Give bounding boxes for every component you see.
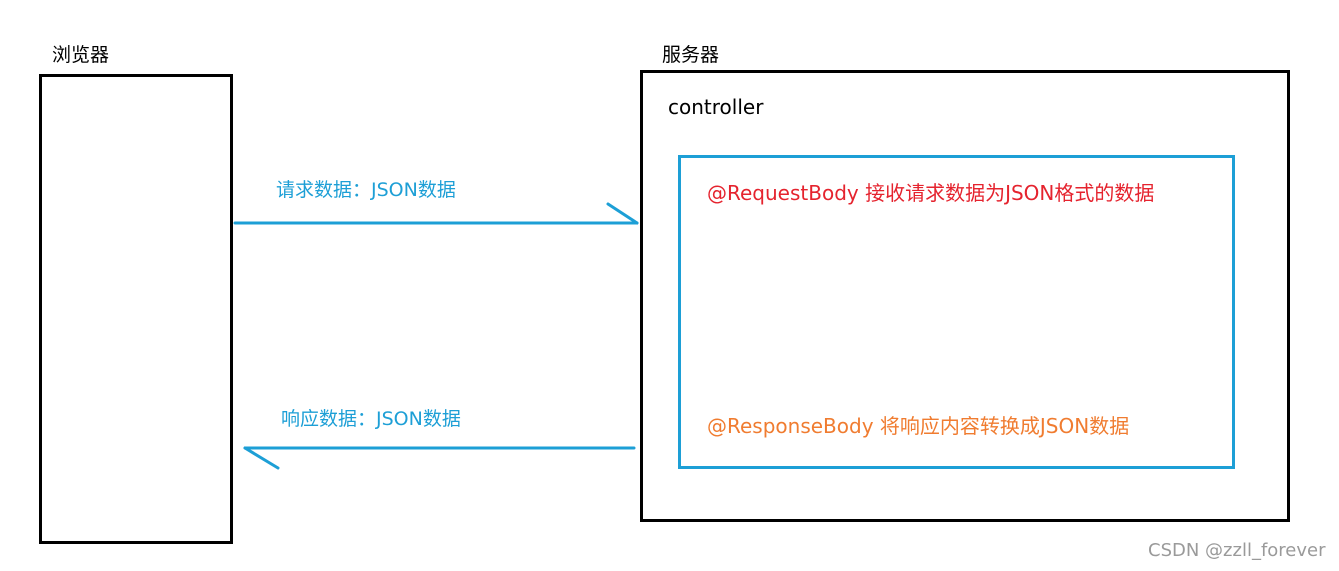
request-arrow	[233, 202, 639, 225]
response-arrow	[243, 446, 636, 470]
browser-title: 浏览器	[52, 44, 110, 66]
request-arrow-head	[606, 202, 639, 225]
watermark-text: CSDN @zzll_forever	[1148, 540, 1326, 561]
request-body-annotation: @RequestBody 接收请求数据为JSON格式的数据	[707, 181, 1155, 205]
response-flow-label: 响应数据：JSON数据	[281, 408, 461, 430]
request-flow-label: 请求数据：JSON数据	[276, 179, 456, 201]
server-title: 服务器	[662, 44, 720, 66]
controller-box	[678, 155, 1235, 469]
controller-label: controller	[668, 95, 764, 119]
response-body-annotation: @ResponseBody 将响应内容转换成JSON数据	[707, 414, 1130, 438]
browser-box	[39, 74, 233, 544]
response-arrow-head	[243, 446, 280, 470]
